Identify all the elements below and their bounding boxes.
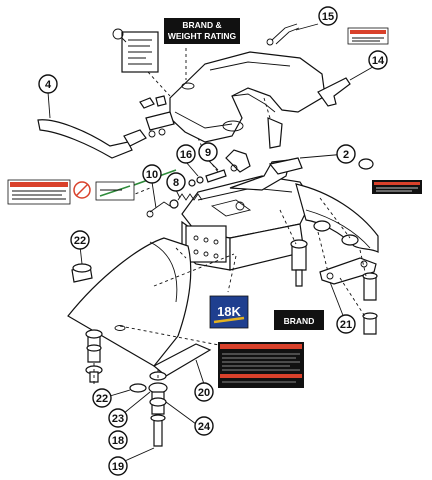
callout-19: 19	[108, 456, 128, 476]
mounting-bolts	[139, 95, 175, 138]
warning-decal-top-right	[347, 27, 389, 45]
callout-21-label: 21	[340, 319, 352, 331]
callout-20-label: 20	[198, 387, 210, 399]
callout-8: 8	[166, 172, 186, 192]
safety-decal-green	[95, 181, 135, 201]
callout-18-label: 18	[112, 435, 124, 447]
brand-label: BRAND	[284, 316, 315, 326]
callout-24: 24	[194, 416, 214, 436]
pin-part-10	[146, 201, 171, 218]
callout-4-label: 4	[45, 79, 52, 91]
callout-22-upper-label: 22	[74, 235, 86, 247]
warning-decal-right	[372, 180, 422, 194]
callout-22-upper: 22	[70, 230, 90, 250]
washer-part-22	[71, 263, 93, 283]
callout-15-label: 15	[322, 11, 334, 23]
warning-decal-left	[7, 179, 71, 205]
spring-part-8	[169, 193, 203, 209]
18k-logo-text: 18K	[217, 304, 241, 319]
callout-14: 14	[368, 50, 388, 70]
pivot-pin	[267, 117, 283, 149]
callout-16-label: 16	[180, 149, 192, 161]
callout-22-lower-label: 22	[96, 393, 108, 405]
callout-2: 2	[336, 144, 356, 164]
callout-23: 23	[108, 408, 128, 428]
bolt-part-16	[188, 169, 227, 187]
callout-4: 4	[38, 74, 58, 94]
hairpin-clip-part-15	[266, 23, 300, 46]
lower-right-bolt	[362, 312, 378, 335]
callout-2-label: 2	[343, 149, 349, 161]
warning-decal-lower	[218, 342, 304, 388]
bracket-part-9	[225, 149, 251, 173]
callout-24-label: 24	[198, 421, 211, 433]
brand-weight-line2: WEIGHT RATING	[168, 31, 237, 41]
callout-15: 15	[318, 6, 338, 26]
latch-handle-part-2	[268, 157, 303, 175]
bracket-part-21	[319, 257, 378, 301]
callout-21: 21	[336, 314, 356, 334]
callout-16: 16	[176, 144, 196, 164]
callout-10: 10	[142, 164, 162, 184]
callout-22-lower: 22	[92, 388, 112, 408]
instruction-decal-top	[112, 28, 159, 73]
brand-weight-line1: BRAND &	[182, 20, 221, 30]
callout-9-label: 9	[205, 147, 211, 159]
callout-8-label: 8	[173, 177, 179, 189]
brand-weight-rating-banner: BRAND & WEIGHT RATING	[164, 18, 240, 44]
callout-9: 9	[198, 142, 218, 162]
no-smoking-decal	[73, 181, 91, 199]
callout-23-label: 23	[112, 413, 124, 425]
brand-banner: BRAND	[274, 310, 324, 330]
lock-pin-part-14	[317, 77, 351, 107]
callout-10-label: 10	[146, 169, 158, 181]
right-washers	[313, 158, 374, 246]
release-handle-part-4	[37, 119, 147, 159]
center-foot-bolt	[290, 239, 308, 287]
callout-19-label: 19	[112, 461, 124, 473]
callout-leaders	[47, 23, 379, 465]
callout-20: 20	[194, 382, 214, 402]
hitch-head-plate	[169, 51, 326, 143]
callout-18: 18	[108, 430, 128, 450]
callout-14-label: 14	[372, 55, 385, 67]
lower-washer-stack	[85, 329, 168, 447]
right-side-cover	[295, 183, 379, 253]
18k-logo: 18K	[209, 295, 249, 329]
